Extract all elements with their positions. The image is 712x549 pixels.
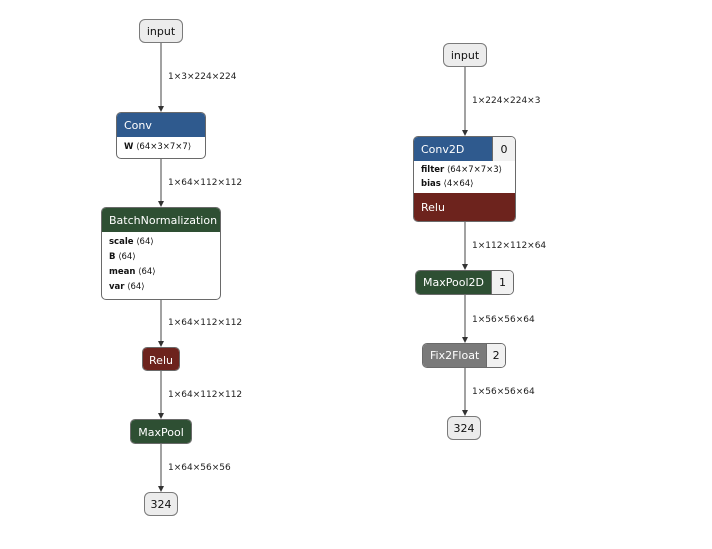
right-maxpool2d-header: MaxPool2D [416, 271, 491, 294]
attr-name: B [109, 252, 116, 262]
left-conv-header: Conv [117, 113, 205, 137]
right-fix2float-index: 2 [486, 344, 505, 367]
left-edge-2-label: 1×64×112×112 [168, 178, 243, 188]
left-output-node[interactable]: 324 [144, 492, 178, 516]
left-relu-node[interactable]: Relu [142, 347, 180, 371]
attr-value: ⟨64×3×7×7⟩ [136, 142, 192, 152]
left-edge-3-label: 1×64×112×112 [168, 318, 243, 328]
right-conv2d-activation: Relu [414, 193, 515, 221]
right-conv2d-index: 0 [492, 137, 515, 161]
attr-name: var [109, 282, 125, 292]
attr-value: ⟨64⟩ [136, 237, 154, 247]
left-batchnorm-node[interactable]: BatchNormalization scale ⟨64⟩ B ⟨64⟩ mea… [101, 207, 221, 300]
right-edge-4-label: 1×56×56×64 [472, 387, 535, 397]
right-conv2d-header-row: Conv2D 0 [414, 137, 515, 161]
left-relu-header: Relu [143, 348, 179, 370]
attr-value: ⟨64⟩ [127, 282, 145, 292]
left-conv-attrs: W ⟨64×3×7×7⟩ [117, 137, 205, 158]
left-conv-node[interactable]: Conv W ⟨64×3×7×7⟩ [116, 112, 206, 159]
left-batchnorm-attrs: scale ⟨64⟩ B ⟨64⟩ mean ⟨64⟩ var ⟨64⟩ [102, 232, 220, 298]
attr-name: bias [421, 179, 441, 189]
right-conv2d-attrs: filter ⟨64×7×7×3⟩ bias ⟨4×64⟩ [414, 161, 515, 193]
left-input-label: input [146, 24, 176, 38]
attr-value: ⟨4×64⟩ [443, 179, 474, 189]
left-edge-1-label: 1×3×224×224 [168, 72, 237, 82]
left-maxpool-node[interactable]: MaxPool [130, 419, 192, 444]
right-fix2float-header: Fix2Float [423, 344, 487, 367]
left-maxpool-header: MaxPool [131, 420, 191, 443]
right-fix2float-node[interactable]: Fix2Float 2 [422, 343, 506, 368]
attr-value: ⟨64⟩ [118, 252, 136, 262]
right-input-label: input [450, 48, 480, 62]
right-input-node[interactable]: input [443, 43, 487, 67]
attr-value: ⟨64⟩ [138, 267, 156, 277]
right-edge-3-label: 1×56×56×64 [472, 315, 535, 325]
right-maxpool2d-node[interactable]: MaxPool2D 1 [415, 270, 514, 295]
left-input-node[interactable]: input [139, 19, 183, 43]
right-conv2d-header: Conv2D [414, 137, 492, 161]
attr-name: W [124, 142, 134, 152]
left-edge-4-label: 1×64×112×112 [168, 390, 243, 400]
left-batchnorm-header: BatchNormalization [102, 208, 220, 232]
left-output-label: 324 [150, 497, 172, 511]
right-edge-1-label: 1×224×224×3 [472, 96, 541, 106]
attr-value: ⟨64×7×7×3⟩ [446, 165, 502, 175]
attr-name: scale [109, 237, 134, 247]
left-edge-5-label: 1×64×56×56 [168, 463, 231, 473]
attr-name: mean [109, 267, 136, 277]
right-output-node[interactable]: 324 [447, 416, 481, 440]
attr-name: filter [421, 165, 445, 175]
right-maxpool2d-index: 1 [490, 271, 513, 294]
right-output-label: 324 [453, 421, 475, 435]
right-edge-2-label: 1×112×112×64 [472, 241, 547, 251]
right-conv2d-node[interactable]: Conv2D 0 filter ⟨64×7×7×3⟩ bias ⟨4×64⟩ R… [413, 136, 516, 222]
